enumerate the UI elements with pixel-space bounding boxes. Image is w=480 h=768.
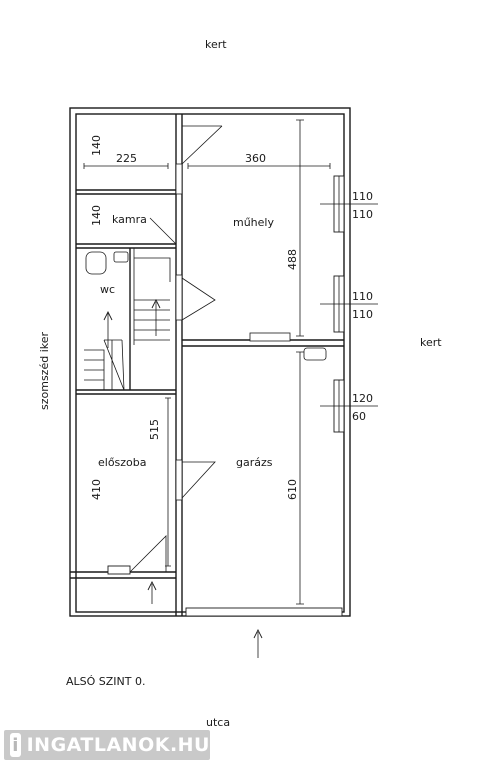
window1-width: 110 xyxy=(352,190,373,203)
wc-fixtures xyxy=(85,251,129,275)
window2-width: 110 xyxy=(352,290,373,303)
label-kert-top: kert xyxy=(205,38,227,51)
dim-410: 410 xyxy=(90,479,103,500)
door-swings xyxy=(129,125,223,573)
logo-text: INGATLANOK.HU xyxy=(26,734,210,756)
dim-225: 225 xyxy=(116,152,137,165)
stairs xyxy=(84,298,170,391)
label-kert-right: kert xyxy=(420,336,442,349)
room-kamra: kamra xyxy=(112,213,147,226)
room-wc: wc xyxy=(100,283,115,296)
dim-140-kamra: 140 xyxy=(90,205,103,226)
dim-610: 610 xyxy=(286,479,299,500)
dim-140-top: 140 xyxy=(90,135,103,156)
ingatlanok-logo: i INGATLANOK.HU xyxy=(4,730,210,760)
dim-488: 488 xyxy=(286,249,299,270)
dim-360: 360 xyxy=(245,152,266,165)
left-room-walls xyxy=(76,189,176,395)
room-muhely: műhely xyxy=(233,216,274,229)
label-neighbor: szomszéd iker xyxy=(38,331,51,410)
floor-title: ALSÓ SZINT 0. xyxy=(66,675,146,688)
window3-width: 120 xyxy=(352,392,373,405)
window2-height: 110 xyxy=(352,308,373,321)
window3-height: 60 xyxy=(352,410,366,423)
room-eloszoba: előszoba xyxy=(98,456,147,469)
workshop-garage-wall xyxy=(182,332,344,361)
entry-arrows xyxy=(147,580,263,658)
window1-height: 110 xyxy=(352,208,373,221)
logo-mark-icon: i xyxy=(10,733,21,757)
center-wall xyxy=(175,114,183,616)
front-openings xyxy=(107,565,343,617)
dim-515: 515 xyxy=(148,419,161,440)
room-garazs: garázs xyxy=(236,456,273,469)
label-street: utca xyxy=(206,716,230,729)
dimension-lines xyxy=(83,119,331,605)
right-windows xyxy=(320,175,378,433)
